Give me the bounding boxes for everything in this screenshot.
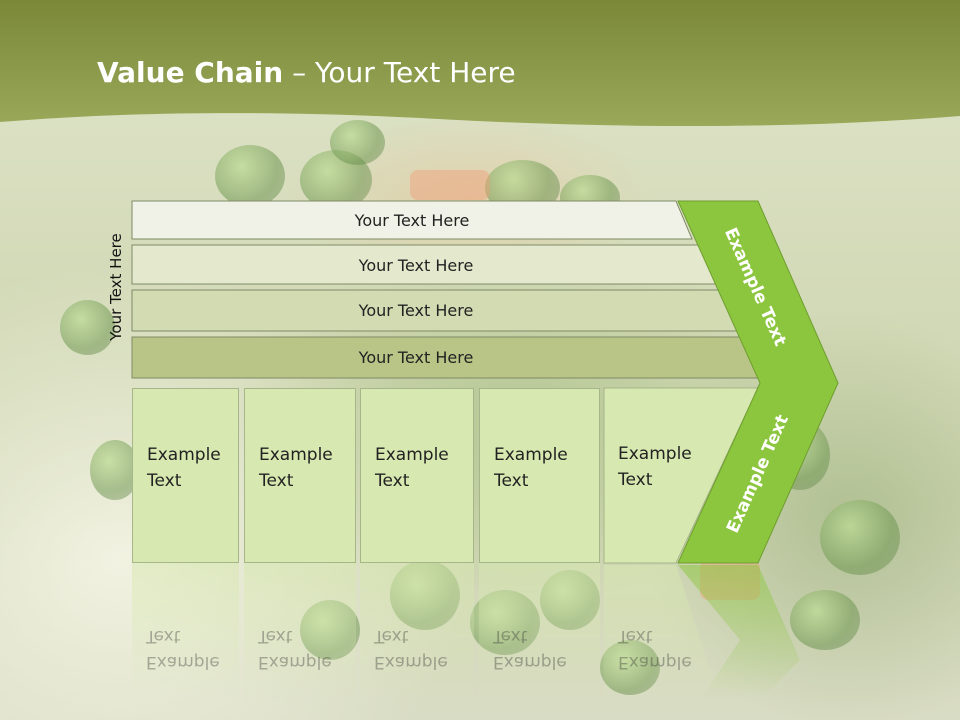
bar-4-label: Your Text Here bbox=[358, 347, 474, 367]
title-rest: – Your Text Here bbox=[283, 56, 516, 89]
column-box-5-label: Example Text bbox=[618, 444, 692, 490]
bar-4: Your Text Here bbox=[132, 338, 700, 376]
column-box-3: Example Text bbox=[360, 388, 474, 563]
column-reflection-2: Example Text bbox=[244, 563, 356, 703]
bar-1: Your Text Here bbox=[132, 201, 692, 239]
column-reflection-3-label: Example Text bbox=[374, 626, 448, 672]
bar-2: Your Text Here bbox=[132, 246, 700, 284]
bar-3: Your Text Here bbox=[132, 291, 700, 329]
column-box-4-label: Example Text bbox=[494, 445, 568, 491]
column-reflection-1-label: Example Text bbox=[146, 626, 220, 672]
column-reflection-4: Example Text bbox=[479, 563, 600, 703]
column-reflection-2-label: Example Text bbox=[258, 626, 332, 672]
column-reflection-5-label: Example Text bbox=[618, 626, 692, 672]
bar-1-label: Your Text Here bbox=[354, 210, 470, 230]
column-reflection-1: Example Text bbox=[132, 563, 239, 703]
title-bold: Value Chain bbox=[97, 56, 284, 89]
column-reflection-3: Example Text bbox=[360, 563, 474, 703]
column-box-2-label: Example Text bbox=[259, 445, 333, 491]
column-box-1: Example Text bbox=[132, 388, 239, 563]
column-box-5: Example Text bbox=[604, 388, 704, 563]
bar-2-label: Your Text Here bbox=[358, 255, 474, 275]
column-reflection-5: Example Text bbox=[604, 563, 704, 703]
column-reflection-4-label: Example Text bbox=[493, 626, 567, 672]
column-box-1-label: Example Text bbox=[147, 445, 221, 491]
page-title: Value Chain – Your Text Here bbox=[97, 56, 516, 89]
column-box-4: Example Text bbox=[479, 388, 600, 563]
bar-3-label: Your Text Here bbox=[358, 300, 474, 320]
column-box-2: Example Text bbox=[244, 388, 356, 563]
column-box-3-label: Example Text bbox=[375, 445, 449, 491]
header-band bbox=[0, 0, 960, 127]
